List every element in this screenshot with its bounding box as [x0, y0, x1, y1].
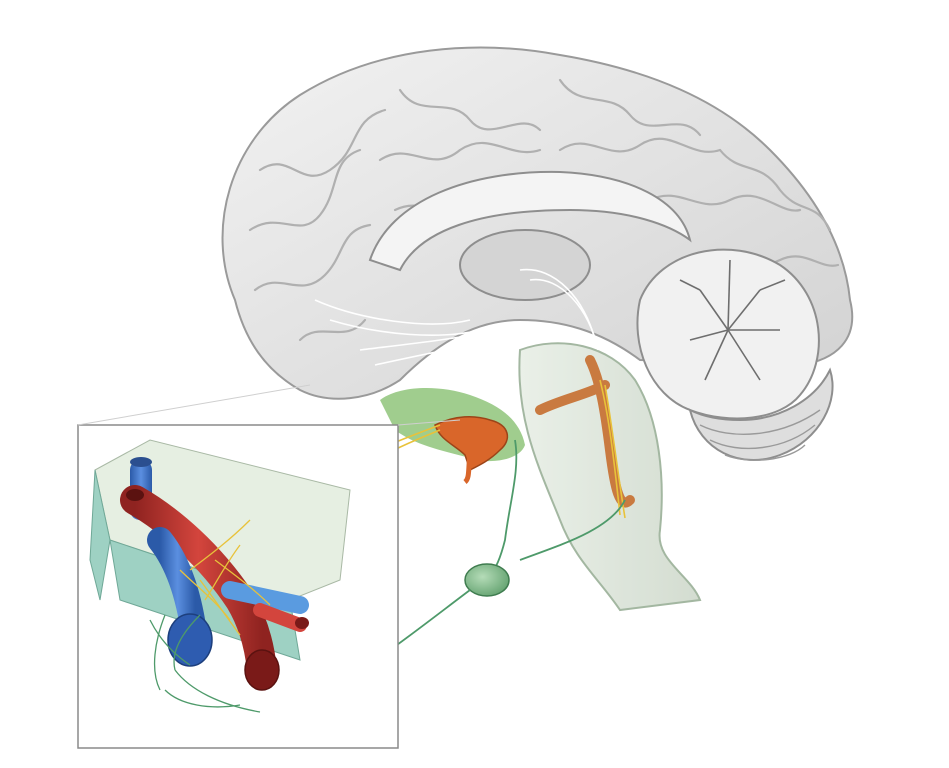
fiber-bundle	[314, 268, 599, 366]
inset-panel	[77, 384, 461, 749]
cerebellum	[636, 248, 834, 461]
pituitary-gland	[434, 415, 509, 484]
ganglion-icon	[464, 563, 510, 597]
